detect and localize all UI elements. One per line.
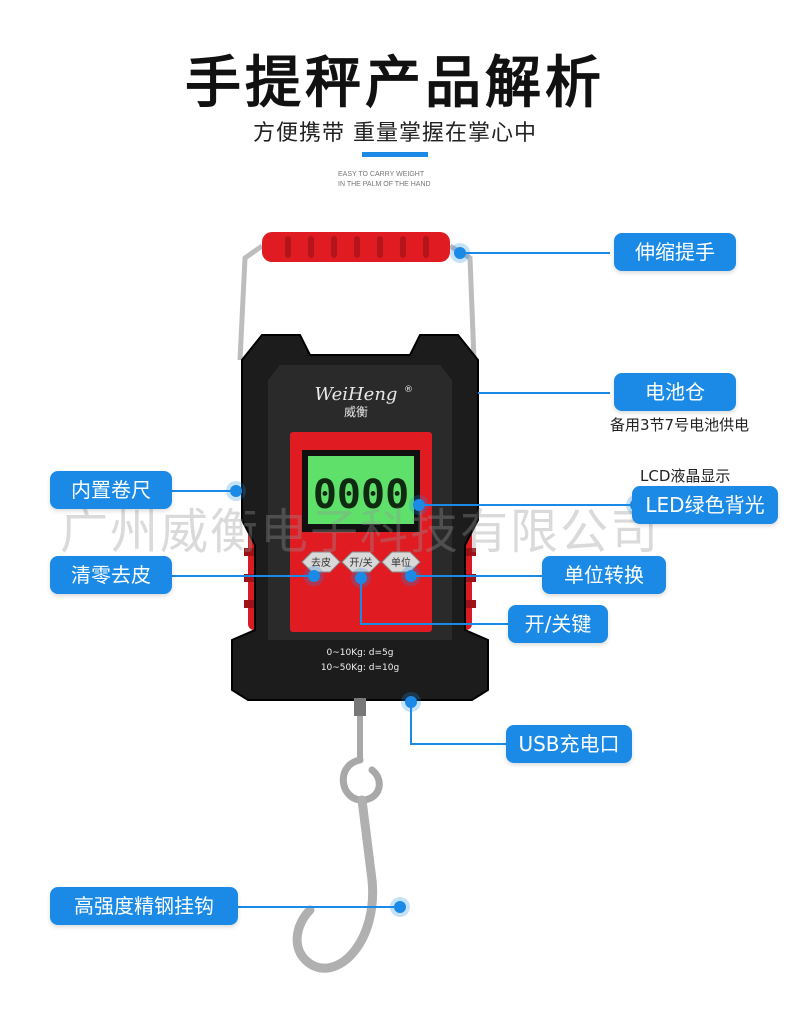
tare-label: 清零去皮 <box>50 556 172 594</box>
spec-line-1: 0~10Kg: d=5g <box>327 648 394 658</box>
hook-label: 高强度精钢挂钩 <box>50 887 238 925</box>
backlight-leader-line <box>420 504 630 506</box>
grip-ridges <box>285 236 429 258</box>
tare-leader-line <box>172 575 312 577</box>
page-subtitle: 方便携带 重量掌握在掌心中 <box>253 121 537 146</box>
power-marker <box>355 572 367 584</box>
usb-leader-vertical <box>410 702 412 744</box>
english-tagline-line2: IN THE PALM OF THE HAND <box>338 181 431 188</box>
english-tagline: EASY TO CARRY WEIGHT IN THE PALM OF THE … <box>338 170 478 190</box>
unit-label: 单位转换 <box>542 556 666 594</box>
backlight-label: LED绿色背光 <box>632 486 778 524</box>
battery-leader-line <box>478 392 610 394</box>
handle-wire-left <box>237 243 264 361</box>
brand-cn: 威衡 <box>344 405 368 419</box>
hook-marker <box>394 901 406 913</box>
battery-label: 电池仓 <box>614 373 736 411</box>
handle-leader-line <box>460 252 610 254</box>
usb-marker <box>405 696 417 708</box>
lcd-screen <box>308 456 414 524</box>
unit-button-label: 单位 <box>391 556 411 569</box>
backlight-marker <box>413 499 425 511</box>
page-title: 手提秤产品解析 <box>185 51 605 116</box>
tape-leader-line <box>172 490 236 492</box>
power-label: 开/关键 <box>508 605 608 643</box>
tape-label: 内置卷尺 <box>50 471 172 509</box>
title-divider <box>362 152 428 157</box>
power-leader-vertical <box>360 578 362 624</box>
lcd-reading: 0000 <box>313 472 409 518</box>
usb-leader-horizontal <box>410 743 508 745</box>
power-button-label: 开/关 <box>349 556 372 569</box>
hook-leader-line <box>238 906 398 908</box>
tape-marker <box>230 485 242 497</box>
english-tagline-line1: EASY TO CARRY WEIGHT <box>338 171 425 178</box>
power-button-shape: 开/关 <box>341 551 381 573</box>
hook-swivel <box>354 698 366 716</box>
hook-eye <box>339 756 383 804</box>
hook-curve <box>292 795 378 973</box>
unit-marker <box>405 570 417 582</box>
tare-button-label: 去皮 <box>311 556 331 569</box>
handle-label: 伸缩提手 <box>614 233 736 271</box>
tare-marker <box>308 570 320 582</box>
lcd-note: LCD液晶显示 <box>640 467 731 485</box>
tare-button-shape: 去皮 <box>301 551 341 573</box>
power-leader-horizontal <box>360 623 510 625</box>
brand-registered-mark: ® <box>404 385 413 395</box>
brand-logo: WeiHeng <box>315 384 398 405</box>
unit-leader-line <box>412 575 542 577</box>
handle-marker <box>454 247 466 259</box>
usb-label: USB充电口 <box>506 725 632 763</box>
battery-note: 备用3节7号电池供电 <box>610 416 750 434</box>
unit-button-shape: 单位 <box>381 551 421 573</box>
spec-line-2: 10~50Kg: d=10g <box>321 663 399 673</box>
